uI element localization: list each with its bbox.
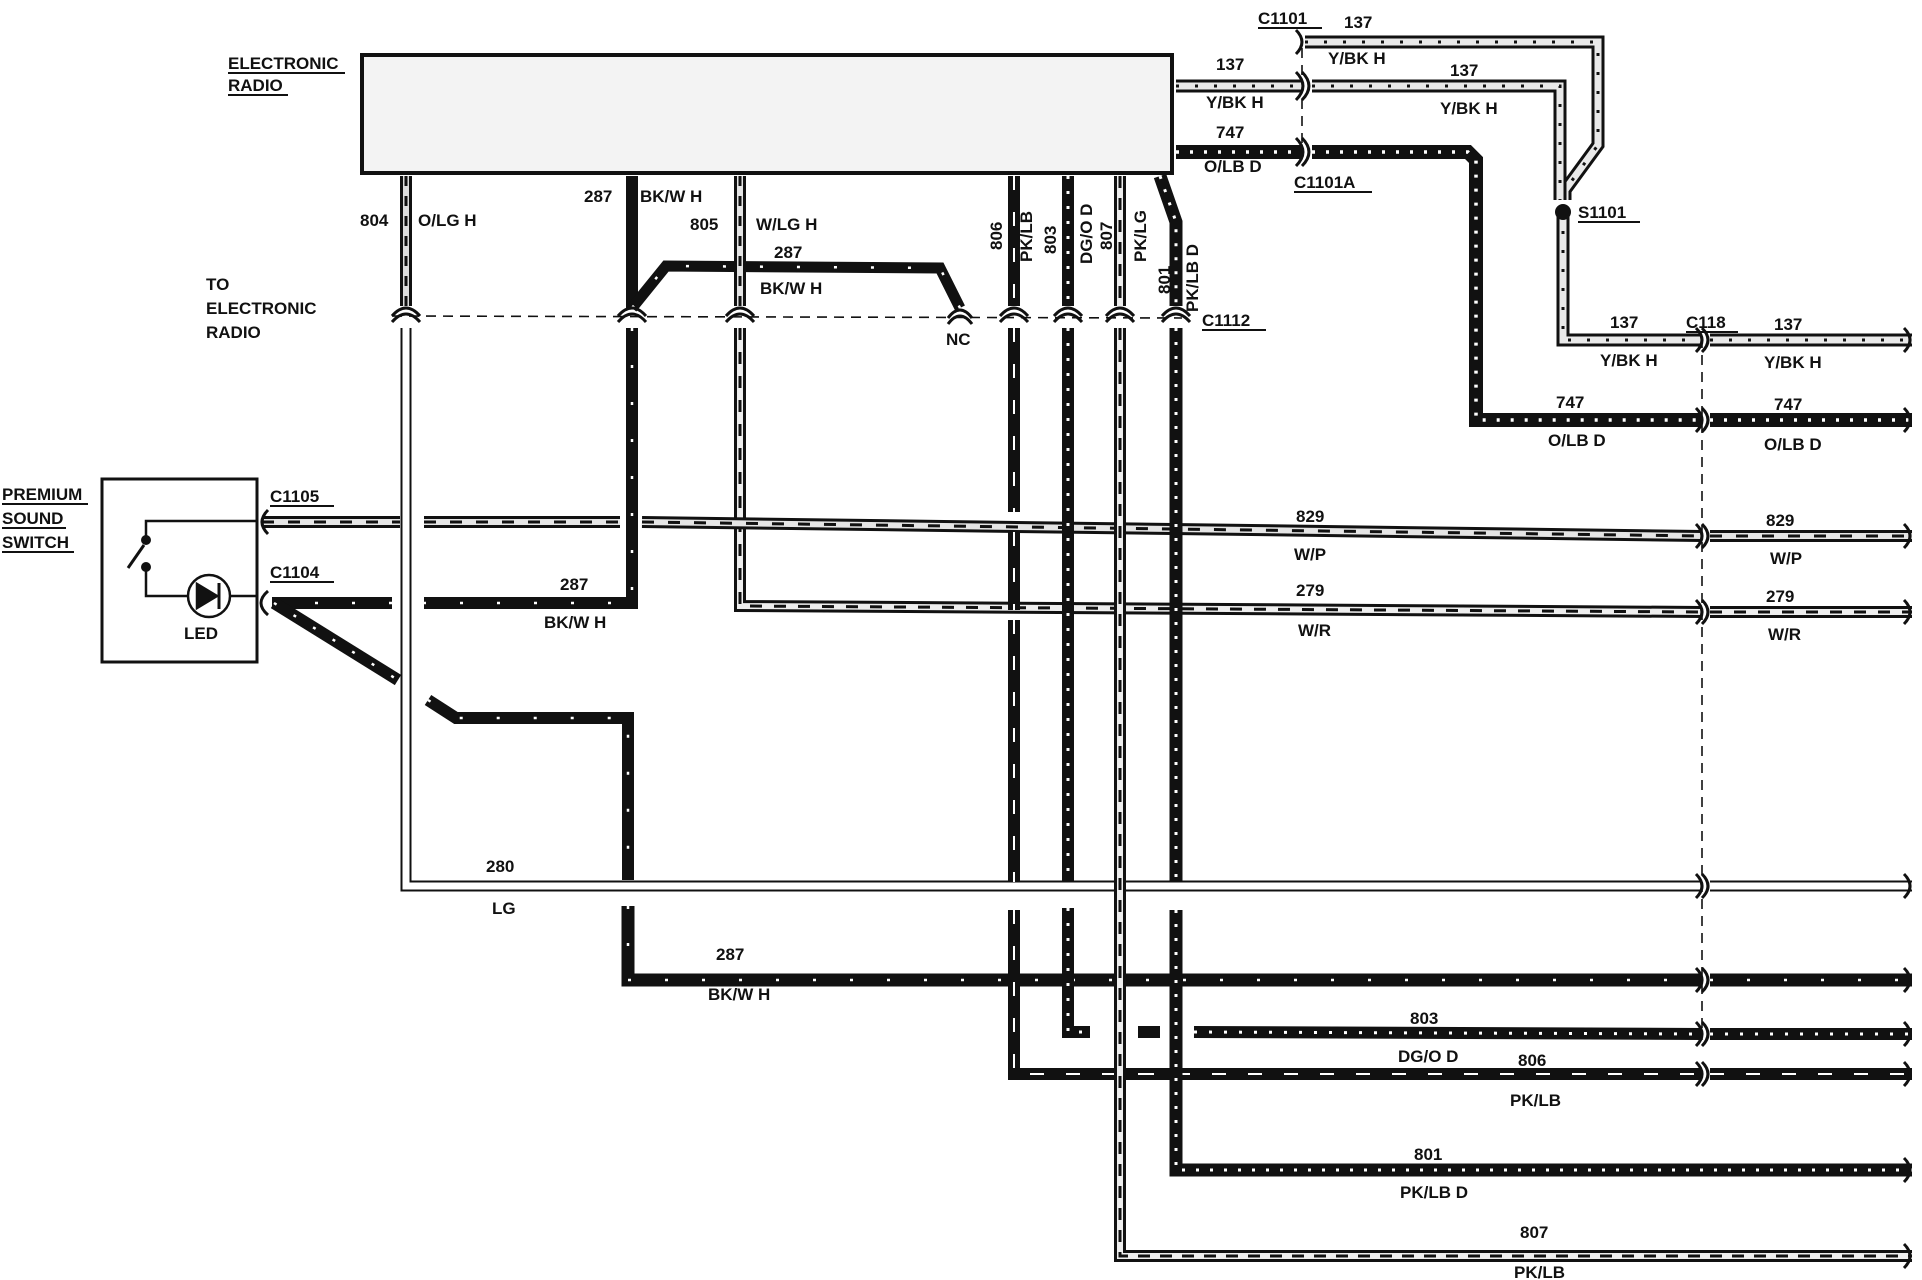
electronic-radio-title-2: RADIO <box>228 76 283 95</box>
label-280: 280 <box>486 857 514 876</box>
to-electronic-radio-3: RADIO <box>206 323 261 342</box>
label-804: 804 <box>360 211 389 230</box>
premium-sound-switch-box <box>100 477 259 664</box>
label-pklbd-v: PK/LB D <box>1183 244 1202 312</box>
label-279-a: 279 <box>1296 581 1324 600</box>
label-803-h: 803 <box>1410 1009 1438 1028</box>
label-ybkh-a: Y/BK H <box>1206 93 1264 112</box>
label-dgod-v: DG/O D <box>1077 204 1096 264</box>
label-wr-b: W/R <box>1768 625 1801 644</box>
label-olgh: O/LG H <box>418 211 477 230</box>
label-pklb-h: PK/LB <box>1510 1091 1561 1110</box>
label-ybkh-d: Y/BK H <box>1764 353 1822 372</box>
label-137-top: 137 <box>1344 13 1372 32</box>
label-olbd-a: O/LB D <box>1204 157 1262 176</box>
label-bkwh-a: BK/W H <box>640 187 702 206</box>
led-label: LED <box>184 624 218 643</box>
label-801-h: 801 <box>1414 1145 1442 1164</box>
label-287-a: 287 <box>584 187 612 206</box>
c1112-connector-line <box>391 315 1183 319</box>
label-wp-b: W/P <box>1770 549 1802 568</box>
label-pklb-h2: PK/LB <box>1514 1263 1565 1280</box>
label-137-b: 137 <box>1450 61 1478 80</box>
connector-pins <box>259 28 1912 1270</box>
wire-287-main <box>272 328 638 609</box>
c1112-label: C1112 <box>1202 311 1250 330</box>
label-137-c: 137 <box>1610 313 1638 332</box>
label-ybkh-c: Y/BK H <box>1600 351 1658 370</box>
label-803-v: 803 <box>1041 226 1060 254</box>
wire-287-diag <box>270 597 402 686</box>
nc-label: NC <box>946 330 971 349</box>
label-pklbd-h: PK/LB D <box>1400 1183 1468 1202</box>
wire-287-lower <box>424 694 634 880</box>
label-807-h: 807 <box>1520 1223 1548 1242</box>
label-807-v: 807 <box>1097 222 1116 250</box>
c1101-label: C1101 <box>1258 9 1307 28</box>
switch-internals <box>126 519 256 619</box>
c1105-label: C1105 <box>270 487 319 506</box>
label-806-v: 806 <box>987 222 1006 250</box>
premium-sound-switch-title-3: SWITCH <box>2 533 69 552</box>
label-pklb-v: PK/LB <box>1017 211 1036 262</box>
label-wr-a: W/R <box>1298 621 1331 640</box>
wire-287-bottom <box>621 906 1912 987</box>
s1101-label: S1101 <box>1578 203 1626 222</box>
label-137-a: 137 <box>1216 55 1244 74</box>
premium-sound-switch-title: PREMIUM <box>2 485 82 504</box>
s1101-splice-dot <box>1555 204 1571 220</box>
switch-contact-bottom <box>141 562 151 572</box>
wire-279 <box>734 328 1912 618</box>
c118-label: C118 <box>1686 313 1726 332</box>
label-wp-a: W/P <box>1294 545 1326 564</box>
electronic-radio-module <box>360 53 1174 175</box>
label-747-a: 747 <box>1216 123 1244 142</box>
label-829-b: 829 <box>1766 511 1794 530</box>
label-bkwh-b: BK/W H <box>760 279 822 298</box>
label-747-c: 747 <box>1774 395 1802 414</box>
c1104-label: C1104 <box>270 563 320 582</box>
label-bkwh-d: BK/W H <box>708 985 770 1004</box>
c1101a-label: C1101A <box>1294 173 1355 192</box>
switch-contact-top <box>141 535 151 545</box>
label-olbd-c: O/LB D <box>1764 435 1822 454</box>
label-137-d: 137 <box>1774 315 1802 334</box>
label-bkwh-c: BK/W H <box>544 613 606 632</box>
to-electronic-radio-2: ELECTRONIC <box>206 299 317 318</box>
label-dgod-h: DG/O D <box>1398 1047 1458 1066</box>
label-805: 805 <box>690 215 718 234</box>
label-lg: LG <box>492 899 516 918</box>
wire-803 <box>1062 176 1912 1040</box>
label-287-b: 287 <box>774 243 802 262</box>
label-ybkh-top: Y/BK H <box>1328 49 1386 68</box>
label-747-b: 747 <box>1556 393 1584 412</box>
premium-sound-switch-title-2: SOUND <box>2 509 63 528</box>
electronic-radio-title: ELECTRONIC <box>228 54 339 73</box>
label-287-c: 287 <box>560 575 588 594</box>
label-wlgh: W/LG H <box>756 215 817 234</box>
wire-747 <box>1176 145 1912 427</box>
label-801-v: 801 <box>1155 266 1174 294</box>
label-ybkh-b: Y/BK H <box>1440 99 1498 118</box>
label-287-d: 287 <box>716 945 744 964</box>
to-electronic-radio-1: TO <box>206 275 229 294</box>
label-829-a: 829 <box>1296 507 1324 526</box>
label-279-b: 279 <box>1766 587 1794 606</box>
label-806-h: 806 <box>1518 1051 1546 1070</box>
wires <box>262 35 1912 1262</box>
label-pklg-v: PK/LG <box>1131 210 1150 262</box>
label-olbd-b: O/LB D <box>1548 431 1606 450</box>
